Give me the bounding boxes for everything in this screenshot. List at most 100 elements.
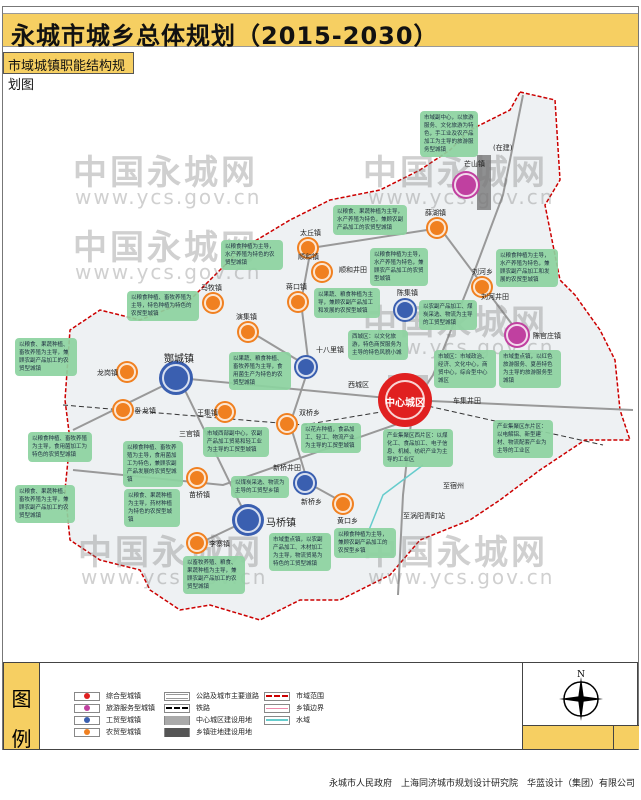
town-marker[interactable] — [378, 373, 432, 427]
town-function-note: 产业集聚区西片区：以煤化工、食品加工、电子信息、机械、纺织产业为主导的工业区 — [383, 429, 453, 467]
town-marker[interactable] — [112, 399, 134, 421]
town-marker[interactable] — [237, 321, 259, 343]
town-marker[interactable] — [116, 361, 138, 383]
town-marker[interactable] — [311, 261, 333, 283]
town-function-note: 产业集聚区东片区：以电解铝、新型建材、物流配套产业为主导的工业区 — [493, 420, 553, 458]
legend-swatch — [264, 691, 290, 701]
place-label: 刘河井田 — [481, 293, 509, 301]
map-area: 中国永城网 www.ycs.gov.cn 中国永城网 www.ycs.gov.c… — [3, 75, 638, 660]
compass: N — [522, 663, 639, 749]
town-function-note: 以果蔬、粮食种植、畜牧养殖为主导，食用菌生产为特色的农贸型城镇 — [229, 352, 291, 390]
watermark-url: www.ycs.gov.cn — [368, 565, 555, 589]
legend-swatch — [164, 703, 190, 713]
town-function-note: 市域重点镇，以红色旅游服务、夏邑特色为主导的旅游服务型城镇 — [499, 350, 561, 388]
town-function-note: 市域副中心，以旅游服务、文化旅游为特色，手工业及农产品加工为主导的旅游服务型城镇 — [420, 111, 478, 157]
map-subtitle: 市域城镇职能结构规划图 — [3, 52, 134, 93]
town-marker[interactable] — [452, 171, 480, 199]
place-label: 至宿州 — [443, 482, 464, 490]
legend-item: 工贸型城镇 — [74, 715, 141, 725]
legend-swatch — [264, 703, 290, 713]
legend-item: 公路及城市主要道路 — [164, 691, 259, 701]
town-label: 演集镇 — [236, 313, 257, 321]
town-marker[interactable] — [202, 292, 224, 314]
place-label: 三官镇 — [179, 430, 200, 438]
town-label: 双桥乡 — [299, 409, 320, 417]
town-marker[interactable] — [393, 298, 417, 322]
town-label: 马桥镇 — [266, 518, 296, 529]
town-function-note: 以粮食、果蔬种植、畜牧养殖为主导，兼顾农副产品加工的农贸型城镇 — [15, 338, 77, 376]
legend-label: 市域范围 — [296, 692, 324, 700]
town-function-note: 以粮食种植、畜牧养殖为主导，食用菌加工为特色，兼顾农副产品发展的农贸型城镇 — [123, 441, 183, 487]
legend-label: 水域 — [296, 716, 310, 724]
town-marker[interactable] — [471, 276, 493, 298]
compass-footer — [523, 725, 613, 749]
town-marker[interactable] — [214, 401, 236, 423]
title-bar: 永城市城乡总体规划（2015-2030） — [3, 13, 638, 50]
town-label: 薛湖镇 — [425, 209, 446, 217]
legend-label: 旅游服务型城镇 — [106, 704, 155, 712]
town-marker[interactable] — [287, 291, 309, 313]
svg-text:N: N — [577, 670, 585, 680]
legend-swatch — [164, 727, 190, 737]
town-marker[interactable] — [159, 361, 193, 395]
place-label: 车集井田 — [453, 397, 481, 405]
town-function-note: 市域西部副中心，农副产品加工贸易和轻工业为主导的工贸型城镇 — [203, 427, 269, 457]
town-marker[interactable] — [232, 504, 264, 536]
town-marker[interactable] — [294, 355, 318, 379]
footer-credits: 永城市人民政府 上海同济城市规划设计研究院 华蓝设计（集团）有限公司 — [328, 779, 635, 789]
town-marker[interactable] — [186, 467, 208, 489]
town-label: 太丘镇 — [300, 229, 321, 237]
legend-label: 工贸型城镇 — [106, 716, 141, 724]
town-function-note: 以粮食、果蔬种植为主导，水产养殖为特色，兼顾农副产品加工的农贸型城镇 — [333, 205, 407, 235]
legend-item: 市域范围 — [264, 691, 324, 701]
town-function-note: 市域重点镇，以农副产品加工、木材加工为主导，物流贸易为特色的工贸型城镇 — [269, 533, 331, 571]
town-function-note: 以粮食种植为主导，水产养殖为特色的农贸型城镇 — [221, 240, 283, 270]
town-label: 黄口乡 — [337, 517, 358, 525]
town-marker[interactable] — [293, 471, 317, 495]
town-function-note: 以粮食种植、畜牧养殖为主导，食用菌加工为特色的农贸型城镇 — [28, 432, 92, 462]
town-function-note: 以畜牧养殖、粮食、果蔬种植为主导，兼顾农副产品加工的农贸型城镇 — [183, 556, 245, 594]
town-function-note: 以煤炭采选、物流为主导的工贸型乡镇 — [231, 476, 289, 498]
legend-swatch — [164, 715, 190, 725]
legend-swatch — [74, 703, 100, 713]
town-function-note: 以粮食种植为主导，兼顾农副产品加工的农贸型乡镇 — [334, 528, 396, 558]
legend-label: 中心城区建设用地 — [196, 716, 252, 724]
legend-item: 农贸型城镇 — [74, 727, 141, 737]
town-label: 卧龙镇 — [135, 407, 156, 415]
legend-item: 中心城区建设用地 — [164, 715, 252, 725]
legend: 图例 N 综合型城镇旅游服务型城镇工贸型城镇农贸型城镇公路及城市主要道路铁路中心… — [3, 662, 639, 751]
town-label: 酂城镇 — [164, 354, 194, 365]
town-label: 十八里镇 — [316, 346, 344, 354]
place-label: 至涡阳青町站 — [403, 512, 445, 520]
legend-label: 铁路 — [196, 704, 210, 712]
legend-label: 乡镇边界 — [296, 704, 324, 712]
town-marker[interactable] — [332, 493, 354, 515]
legend-swatch — [164, 691, 190, 701]
town-marker[interactable] — [186, 532, 208, 554]
town-function-note: 西城区：以文化旅游，特色商贸服务为主导的特色风貌小城 — [348, 330, 408, 360]
watermark: 中国永城网 — [73, 153, 258, 193]
town-label: 李寨镇 — [209, 540, 230, 548]
town-function-note: 以粮食种植、畜牧养殖为主导，特色种植为特色的农贸型城镇 — [127, 291, 199, 321]
legend-swatch — [74, 715, 100, 725]
town-label: 蒋口镇 — [286, 283, 307, 291]
legend-item: 乡镇边界 — [264, 703, 324, 713]
legend-label: 乡镇驻地建设用地 — [196, 728, 252, 736]
town-marker[interactable] — [276, 413, 298, 435]
town-marker[interactable] — [426, 217, 448, 239]
town-label: 顺和镇 — [298, 253, 319, 261]
town-label: 陈官庄镇 — [533, 332, 561, 340]
compass-footer — [613, 725, 639, 749]
legend-label: 农贸型城镇 — [106, 728, 141, 736]
place-label: 顺和井田 — [339, 266, 367, 274]
town-marker[interactable] — [297, 237, 319, 259]
town-label: 苗桥镇 — [189, 491, 210, 499]
place-label: (在建) — [493, 144, 513, 152]
town-marker[interactable] — [504, 322, 530, 348]
town-function-note: 以花卉种植，食品加工、轻工、物流产业为主导的工贸型城镇 — [301, 423, 361, 453]
legend-item: 乡镇驻地建设用地 — [164, 727, 252, 737]
town-function-note: 以粮食种植为主导，水产养殖为特色，兼顾农产品加工的农贸型城镇 — [370, 248, 428, 286]
legend-item: 铁路 — [164, 703, 210, 713]
place-label: 新桥井田 — [273, 464, 301, 472]
legend-item: 水域 — [264, 715, 310, 725]
